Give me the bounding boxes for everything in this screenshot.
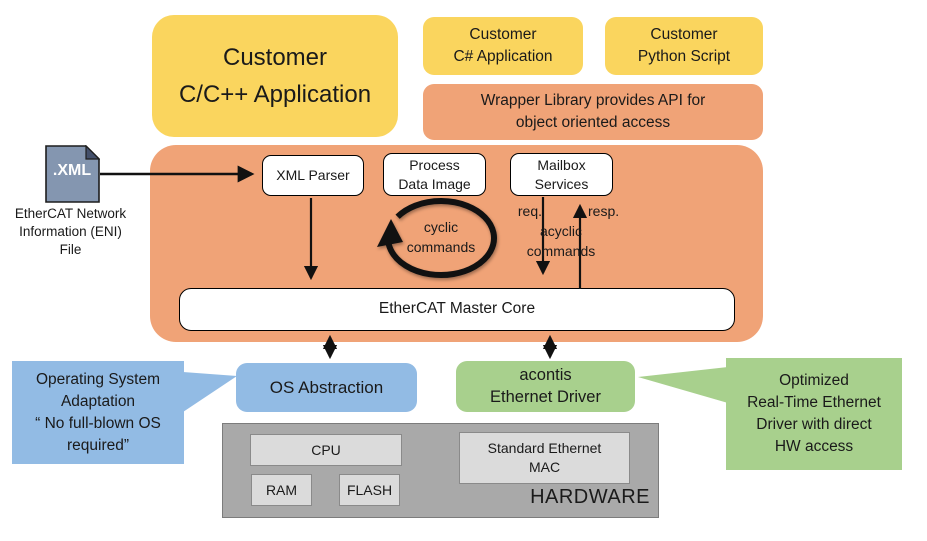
os-adaptation-callout: Operating System Adaptation “ No full-bl… xyxy=(12,361,184,464)
process-data-image-line: Process xyxy=(409,157,460,174)
xml-document-icon xyxy=(45,145,100,203)
wrapper-library-box: Wrapper Library provides API for object … xyxy=(423,84,763,140)
customer-cpp-line: Customer xyxy=(222,43,328,71)
os-adaptation-line: “ No full-blown OS xyxy=(35,414,161,432)
driver-note-line: Real-Time Ethernet xyxy=(747,394,881,411)
mailbox-services-line: Services xyxy=(534,175,589,192)
customer-cpp-line: C/C++ Application xyxy=(178,81,372,108)
os-adaptation-line: required” xyxy=(66,436,130,454)
ethernet-driver-line: acontis xyxy=(519,366,572,385)
xml-parser-box: XML Parser xyxy=(262,155,364,196)
customer-csharp-application-box: Customer C# Application xyxy=(423,17,583,75)
ethernet-mac-line: MAC xyxy=(528,459,561,475)
customer-cpp-application-box: Customer C/C++ Application xyxy=(152,15,398,137)
os-callout-tail xyxy=(183,372,237,412)
eni-caption-line: File xyxy=(59,241,82,257)
os-adaptation-line: Operating System xyxy=(35,370,161,388)
process-data-image-line: Data Image xyxy=(398,175,471,192)
ethernet-driver-line: Ethernet Driver xyxy=(490,387,601,406)
os-adaptation-line: Adaptation xyxy=(60,392,136,410)
cyclic-commands-line: commands xyxy=(406,238,476,255)
cyclic-commands-line: cyclic xyxy=(423,219,459,235)
customer-python-line: Python Script xyxy=(637,48,731,65)
os-abstraction-box: OS Abstraction xyxy=(236,363,417,412)
acyclic-commands-line: commands xyxy=(526,242,596,259)
ethercat-master-core-label: EtherCAT Master Core xyxy=(378,300,536,318)
mailbox-services-line: Mailbox xyxy=(537,157,586,174)
flash-box: FLASH xyxy=(339,474,400,506)
ram-box: RAM xyxy=(251,474,312,506)
eni-caption-line: Information (ENI) xyxy=(19,223,122,239)
cyclic-commands-label: cyclic commands xyxy=(398,218,484,257)
mailbox-services-box: Mailbox Services xyxy=(510,153,613,196)
xml-parser-label: XML Parser xyxy=(276,167,350,184)
wrapper-library-line: Wrapper Library provides API for xyxy=(480,92,706,110)
customer-python-script-box: Customer Python Script xyxy=(605,17,763,75)
request-label: req. xyxy=(517,203,542,219)
hardware-label: HARDWARE xyxy=(530,486,650,508)
os-abstraction-label: OS Abstraction xyxy=(269,377,384,397)
ethernet-mac-box: Standard Ethernet MAC xyxy=(459,432,630,484)
driver-note-line: HW access xyxy=(774,438,854,455)
eni-caption-line: EtherCAT Network xyxy=(14,206,127,221)
driver-note-line: Driver with direct xyxy=(756,416,872,433)
eni-file-caption: EtherCAT Network Information (ENI) File xyxy=(2,205,139,258)
ethernet-mac-line: Standard Ethernet xyxy=(487,440,602,457)
cpu-box: CPU xyxy=(250,434,402,466)
customer-python-line: Customer xyxy=(650,26,718,44)
eni-icon-label: .XML xyxy=(52,162,92,179)
cpu-label: CPU xyxy=(311,441,341,458)
response-label: resp. xyxy=(588,203,620,219)
acyclic-commands-line: acyclic xyxy=(539,223,582,239)
ethernet-driver-box: acontis Ethernet Driver xyxy=(456,361,635,412)
wrapper-library-line: object oriented access xyxy=(515,114,671,131)
customer-csharp-line: C# Application xyxy=(453,48,553,65)
driver-callout-tail xyxy=(638,367,728,403)
flash-label: FLASH xyxy=(346,481,393,498)
driver-note-line: Optimized xyxy=(779,372,849,389)
ram-label: RAM xyxy=(265,481,298,498)
process-data-image-box: Process Data Image xyxy=(383,153,486,196)
acyclic-commands-label: acyclic commands xyxy=(507,222,615,261)
driver-note-callout: Optimized Real-Time Ethernet Driver with… xyxy=(726,358,902,470)
ethercat-master-core-box: EtherCAT Master Core xyxy=(179,288,735,331)
customer-csharp-line: Customer xyxy=(469,26,537,44)
